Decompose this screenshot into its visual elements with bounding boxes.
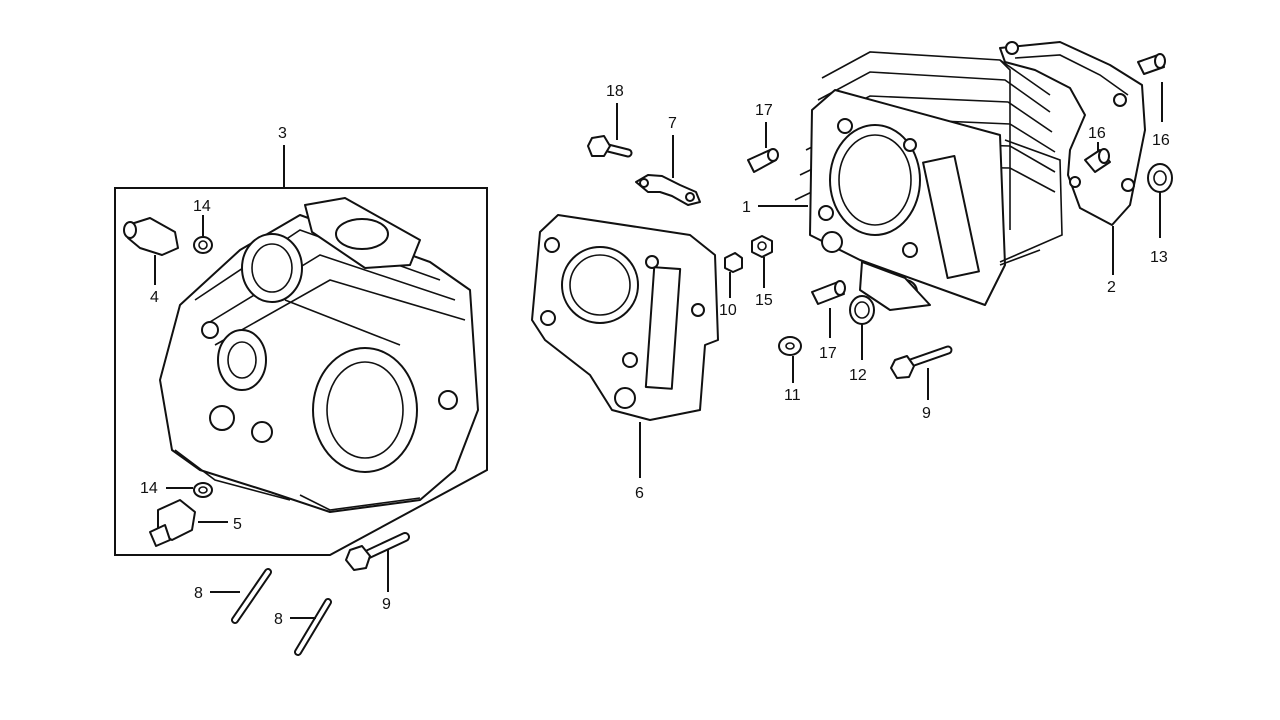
- callout-label: 13: [1150, 249, 1168, 266]
- o-ring-lower-drawing: [166, 482, 213, 498]
- callout-label: 18: [606, 83, 624, 100]
- callout-labels: 1 2 3 4 5 6 7 8 8 9 9 10 11 12 13 14 14 …: [140, 83, 1170, 628]
- callout-label: 14: [193, 198, 211, 215]
- cylinder-drawing: [758, 51, 1063, 311]
- callout-label: 9: [382, 596, 391, 613]
- callout-label: 5: [233, 516, 242, 533]
- cylinder-base-gasket-drawing: [999, 41, 1146, 275]
- fitting-lower-drawing: [149, 499, 228, 547]
- stud-bolt-a-drawing: [210, 568, 272, 624]
- dowel-pin-right-top-drawing: [1137, 53, 1166, 122]
- callout-label: 1: [742, 199, 751, 216]
- bolt-small-drawing: [724, 252, 743, 298]
- flange-bolt-right-drawing: [890, 345, 953, 400]
- washer-drawing: [778, 336, 802, 383]
- callout-label: 2: [1107, 279, 1116, 296]
- callout-label: 16: [1152, 132, 1170, 149]
- callout-label: 4: [150, 289, 159, 306]
- callout-label: 6: [635, 485, 644, 502]
- callout-label: 8: [274, 611, 283, 628]
- callout-label: 17: [755, 102, 773, 119]
- cylinder-head: [159, 197, 479, 513]
- callout-label: 17: [819, 345, 837, 362]
- callout-label: 14: [140, 480, 158, 497]
- o-ring-right-drawing: [1147, 163, 1173, 238]
- stud-bolt-b-drawing: [290, 598, 332, 656]
- o-ring-upper-drawing: [193, 215, 213, 254]
- callout-label: 15: [755, 292, 773, 309]
- flange-bolt-left-drawing: [345, 532, 410, 592]
- callout-label: 11: [784, 387, 801, 404]
- callout-label: 8: [194, 585, 203, 602]
- bolt-top-drawing: [587, 103, 633, 158]
- callout-label: 16: [1088, 125, 1106, 142]
- fitting-upper-drawing: [123, 217, 179, 285]
- callout-label: 10: [719, 302, 737, 319]
- seal-ring-drawing: [849, 295, 875, 360]
- dowel-pin-right-drawing: [1084, 142, 1111, 173]
- callout-label: 12: [849, 367, 867, 384]
- callout-label: 7: [668, 115, 677, 132]
- callout-label: 9: [922, 405, 931, 422]
- head-assembly-box: [114, 145, 488, 556]
- nut-small-drawing: [751, 235, 773, 288]
- dowel-pin-mid-drawing: [811, 280, 846, 338]
- dowel-pin-top-drawing: [747, 122, 779, 173]
- chain-guide-bracket-drawing: [635, 135, 701, 206]
- callout-label: 3: [278, 125, 287, 142]
- head-gasket-drawing: [531, 214, 719, 478]
